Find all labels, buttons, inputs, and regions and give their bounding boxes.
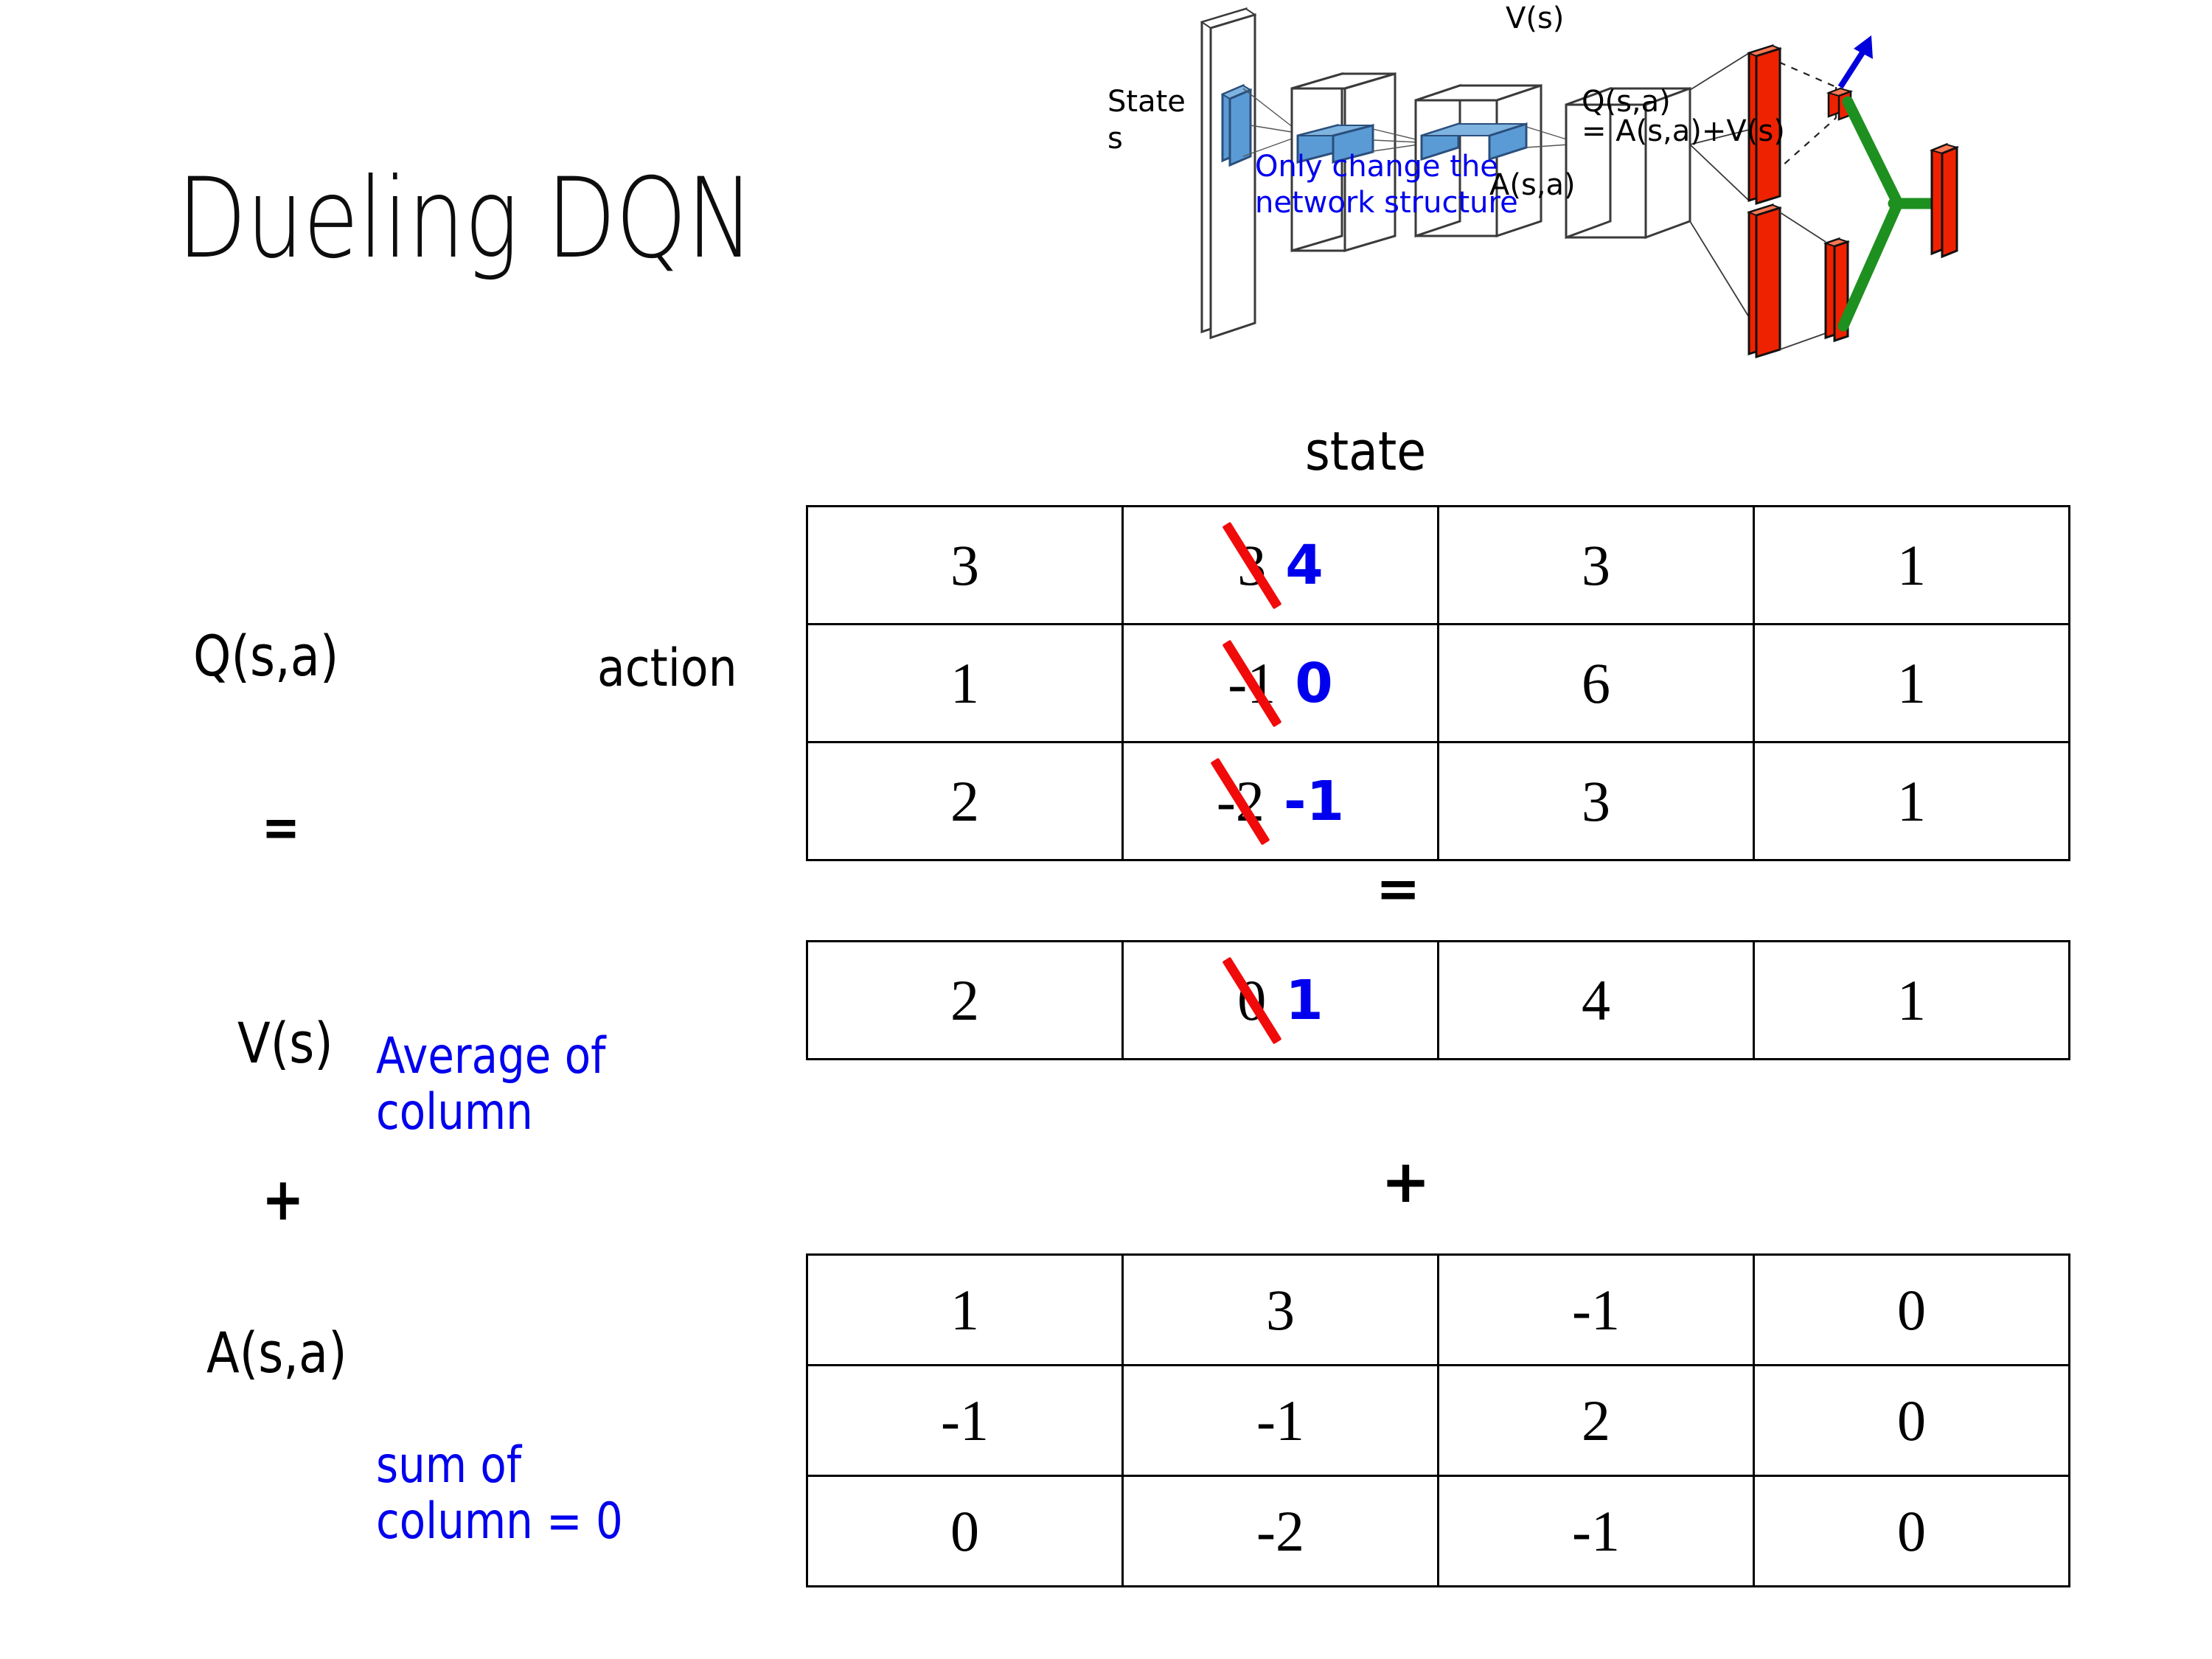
table-cell: -1 bbox=[1437, 1253, 1755, 1366]
diagram-a-output-label: A(s,a) bbox=[1489, 168, 1576, 202]
table-cell: -1 bbox=[806, 1364, 1124, 1477]
table-cell: 1 bbox=[806, 1253, 1124, 1366]
table-cell: 0 bbox=[1753, 1364, 2070, 1477]
plus-operator-between-tables: + bbox=[1381, 1147, 1431, 1216]
v-function-label: V(s) bbox=[237, 1010, 333, 1076]
replacement-value: 4 bbox=[1285, 533, 1324, 597]
dueling-network-diagram: State s V(s) A(s,a) Q(s,a) = A(s,a)+V(s)… bbox=[1091, 0, 2212, 413]
sum-of-column-note: sum of column = 0 bbox=[376, 1436, 623, 1551]
table-cell: 0 bbox=[1753, 1475, 2070, 1587]
replacement-value: 0 bbox=[1295, 651, 1333, 715]
action-axis-label: action bbox=[597, 638, 737, 698]
diagram-q-output-label: Q(s,a) bbox=[1582, 85, 1671, 119]
table-cell: 3 bbox=[1121, 1253, 1439, 1366]
equals-operator-between-tables: = bbox=[1376, 858, 1424, 919]
table-cell: -1 bbox=[1437, 1475, 1755, 1587]
table-cell: 1 bbox=[1753, 741, 2070, 861]
diagram-note: Only change the network structure bbox=[1255, 149, 1518, 221]
diagram-v-output-label: V(s) bbox=[1506, 1, 1565, 35]
table-cell: 3 bbox=[806, 505, 1124, 625]
sum-note-line1: sum of bbox=[376, 1436, 522, 1495]
strikethrough-mark bbox=[1222, 639, 1282, 727]
plus-sign-left: + bbox=[262, 1165, 305, 1234]
average-note-line1: Average of bbox=[376, 1027, 606, 1085]
table-cell: -2 bbox=[1121, 1475, 1439, 1587]
diagram-q-formula-label: = A(s,a)+V(s) bbox=[1582, 114, 1785, 148]
strikethrough-mark bbox=[1210, 757, 1270, 845]
struck-value: -2 bbox=[1210, 757, 1270, 845]
table-cell: 0 bbox=[806, 1475, 1124, 1587]
table-cell: 1 bbox=[1753, 623, 2070, 743]
table-cell: 4 bbox=[1437, 940, 1755, 1060]
average-note-line2: column bbox=[376, 1083, 533, 1142]
table-cell: 3 bbox=[1437, 741, 1755, 861]
a-function-label: A(s,a) bbox=[206, 1320, 347, 1385]
struck-value: 3 bbox=[1222, 521, 1282, 609]
strikethrough-mark bbox=[1222, 521, 1282, 609]
table-cell: 3 bbox=[1437, 505, 1755, 625]
average-of-column-note: Average of column bbox=[376, 1027, 606, 1142]
q-function-label: Q(s,a) bbox=[193, 623, 339, 689]
diagram-state-symbol: s bbox=[1107, 122, 1123, 156]
table-cell: 2 bbox=[806, 741, 1124, 861]
table-cell: 2 bbox=[1437, 1364, 1755, 1477]
state-axis-label: state bbox=[1305, 420, 1427, 482]
struck-value: -1 bbox=[1222, 639, 1282, 727]
table-cell: 0 bbox=[1753, 1253, 2070, 1366]
diagram-note-line1: Only change the bbox=[1255, 150, 1498, 184]
sum-note-line2: column = 0 bbox=[376, 1492, 623, 1551]
diagram-state-label: State bbox=[1107, 85, 1186, 119]
table-cell-edited: -2-1 bbox=[1121, 741, 1439, 861]
diagram-note-line2: network structure bbox=[1255, 185, 1518, 220]
table-cell: 2 bbox=[806, 940, 1124, 1060]
struck-value: 0 bbox=[1222, 956, 1282, 1044]
strikethrough-mark bbox=[1222, 956, 1282, 1044]
replacement-value: 1 bbox=[1285, 968, 1324, 1032]
replacement-value: -1 bbox=[1283, 769, 1345, 833]
table-cell: 6 bbox=[1437, 623, 1755, 743]
table-cell: 1 bbox=[1753, 505, 2070, 625]
equals-sign-left: = bbox=[262, 796, 303, 858]
table-cell: -1 bbox=[1121, 1364, 1439, 1477]
table-cell: 1 bbox=[806, 623, 1124, 743]
table-cell: 1 bbox=[1753, 940, 2070, 1060]
page-title: Dueling DQN bbox=[177, 155, 754, 283]
